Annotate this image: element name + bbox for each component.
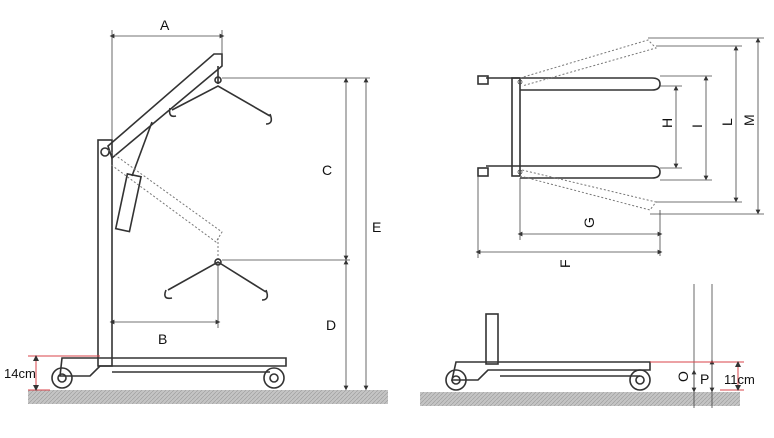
- side-view: A B C D E 14cm: [4, 17, 388, 404]
- ground-right: [420, 392, 740, 406]
- base-frame-right: [451, 361, 651, 381]
- label-A: A: [160, 17, 170, 33]
- actuator: [114, 172, 143, 233]
- boom-raised: [107, 53, 223, 160]
- ground-left: [28, 390, 388, 404]
- boom-lowered: [107, 149, 223, 243]
- mast-pivot: [100, 147, 110, 157]
- label-M: M: [741, 114, 757, 126]
- spreader-bar-lowered: [167, 261, 267, 293]
- label-P: P: [700, 371, 709, 387]
- label-H: H: [659, 118, 675, 128]
- label-I: I: [689, 124, 705, 128]
- label-O: O: [675, 371, 691, 382]
- spreader-bar-raised: [171, 85, 271, 117]
- label-C: C: [322, 162, 332, 178]
- wheel-front: [263, 367, 285, 389]
- label-B: B: [158, 331, 167, 347]
- base-side-view: O P 11cm: [420, 284, 755, 408]
- label-G: G: [581, 217, 597, 228]
- base-frame: [59, 357, 287, 377]
- leg-top: [486, 77, 661, 91]
- wheel-rear: [51, 367, 73, 389]
- label-11cm: 11cm: [724, 372, 755, 387]
- label-L: L: [719, 118, 735, 126]
- label-F: F: [557, 259, 573, 268]
- label-14cm: 14cm: [4, 366, 36, 381]
- mast: [97, 139, 113, 367]
- label-E: E: [372, 219, 381, 235]
- leg-bottom: [486, 165, 661, 179]
- top-view: H I L M G F: [475, 37, 764, 268]
- label-D: D: [326, 317, 336, 333]
